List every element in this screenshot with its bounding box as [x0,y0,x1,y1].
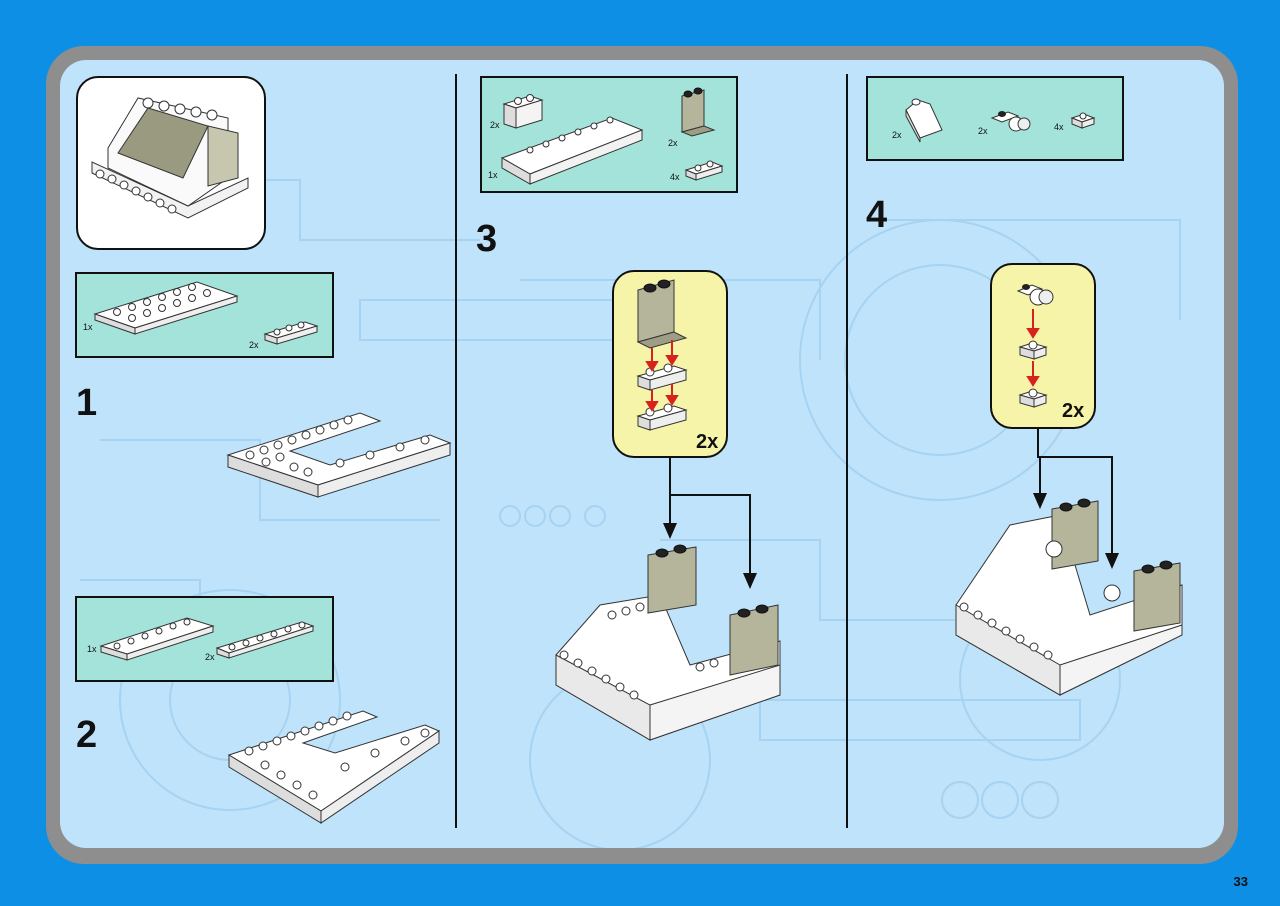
step-number-4: 4 [866,194,888,236]
white-slope-2x6-icon [500,116,644,185]
step-1-parts-box: 1x 2x [75,272,334,358]
step-4-sub-assembly: 2x [990,263,1096,429]
parts-count: 1x [83,322,93,332]
step-4-parts-box: 2x 2x 4x [866,76,1124,161]
clip-piece-icon [990,111,1031,132]
step-number-3: 3 [476,218,498,260]
parts-count: 4x [1054,122,1064,132]
step-1-assembly-icon [226,412,452,498]
parts-count: 1x [488,170,498,180]
step-2-parts-box: 1x 2x [75,596,334,682]
white-slope-1x2-icon [905,98,943,143]
white-plate-1x2-icon [684,160,724,181]
step-3-parts-box: 2x 1x 2x 4x [480,76,738,193]
column-divider-1 [455,74,457,828]
parts-count: 2x [892,130,902,140]
white-plate-1x6-icon [215,621,315,659]
white-plate-6x10-icon [93,281,239,335]
sub-assembly-stack-icon [636,279,688,431]
step-number-1: 1 [76,382,98,424]
white-brick-1x2-icon [502,94,544,129]
parts-count: 2x [490,120,500,130]
multiplier-label: 2x [696,431,719,453]
parts-count: 2x [249,340,259,350]
sub-assembly-stack-icon [1016,284,1054,408]
white-plate-2x6-icon [99,617,215,661]
white-plate-1x1-icon [1070,112,1096,129]
page-number: 33 [1233,874,1248,889]
column-divider-2 [846,74,848,828]
trans-black-panel-icon [680,87,716,137]
white-plate-1x4-icon [263,321,319,345]
step-2-assembly-icon [227,710,441,824]
multiplier-label: 2x [1062,400,1085,422]
step-3-assembly-icon [555,458,781,741]
step-4-assembly-icon [955,428,1183,696]
completed-model-preview [76,76,266,250]
parts-count: 2x [978,126,988,136]
parts-count: 1x [87,644,97,654]
parts-count: 2x [668,138,678,148]
step-3-sub-assembly: 2x [612,270,728,458]
parts-count: 2x [205,652,215,662]
completed-model-icon [91,97,249,219]
step-number-2: 2 [76,714,98,756]
parts-count: 4x [670,172,680,182]
